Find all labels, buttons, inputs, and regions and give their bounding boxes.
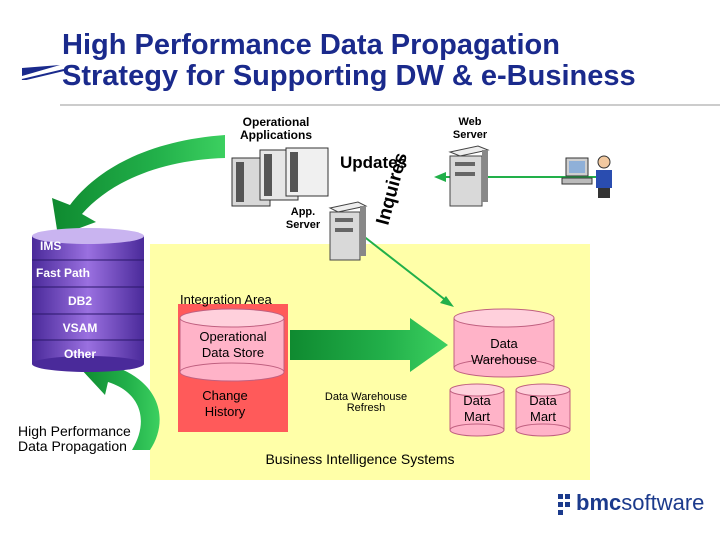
bmc-logo-mark-icon — [558, 494, 570, 515]
bmc-logo-suffix: software — [621, 490, 705, 515]
source-database-stack — [32, 228, 144, 372]
integration-area-label: Integration Area — [180, 292, 272, 307]
title-bullet-arrow — [20, 50, 65, 85]
bmc-logo-text: bmcsoftware — [576, 490, 704, 516]
operational-applications-label: Operational Applications — [239, 115, 312, 142]
data-mart-cylinder-1 — [449, 383, 505, 437]
bmc-logo — [556, 490, 576, 525]
source-other: Other — [63, 347, 96, 361]
data-mart-label-1: Data Mart — [463, 393, 491, 424]
business-intelligence-label: Business Intelligence Systems — [265, 451, 455, 467]
title-line-1: High Performance Data Propagation — [62, 29, 560, 61]
app-server-label: App. Server — [285, 206, 321, 231]
updates-label: Updates — [340, 153, 407, 172]
bmc-logo-prefix: bmc — [576, 490, 622, 515]
operational-data-store-cylinder — [179, 308, 285, 382]
change-history-label: Change History — [202, 388, 248, 419]
dw-refresh-label: Data Warehouse Refresh — [324, 391, 408, 414]
curved-green-arrow-upper — [52, 135, 225, 236]
page-title: High Performance Data Propagation Strate… — [62, 30, 636, 92]
source-ims: IMS — [40, 239, 62, 253]
curved-green-arrow-lower — [80, 350, 160, 450]
data-mart-label-2: Data Mart — [529, 393, 557, 424]
app-to-warehouse-arrow — [361, 234, 449, 303]
data-warehouse-label: Data Warehouse — [471, 336, 537, 367]
refresh-arrow — [290, 318, 448, 372]
high-performance-label: High Performance Data Propagation — [18, 423, 131, 454]
data-warehouse-cylinder — [453, 308, 555, 378]
web-server-label: Web Server — [452, 116, 488, 141]
title-divider — [60, 104, 720, 106]
source-fast-path: Fast Path — [36, 266, 91, 280]
web-server-icon — [448, 145, 490, 207]
mainframe-server-icon — [231, 147, 329, 207]
source-vsam: VSAM — [62, 321, 98, 335]
ods-label: Operational Data Store — [199, 329, 267, 360]
title-line-2: Strategy for Supporting DW & e-Business — [62, 60, 636, 92]
data-mart-cylinder-2 — [515, 383, 571, 437]
arrow-bullet-icon — [21, 65, 65, 81]
source-db2: DB2 — [67, 294, 92, 308]
app-server-icon — [328, 201, 368, 261]
user-workstation-icon — [561, 155, 612, 198]
